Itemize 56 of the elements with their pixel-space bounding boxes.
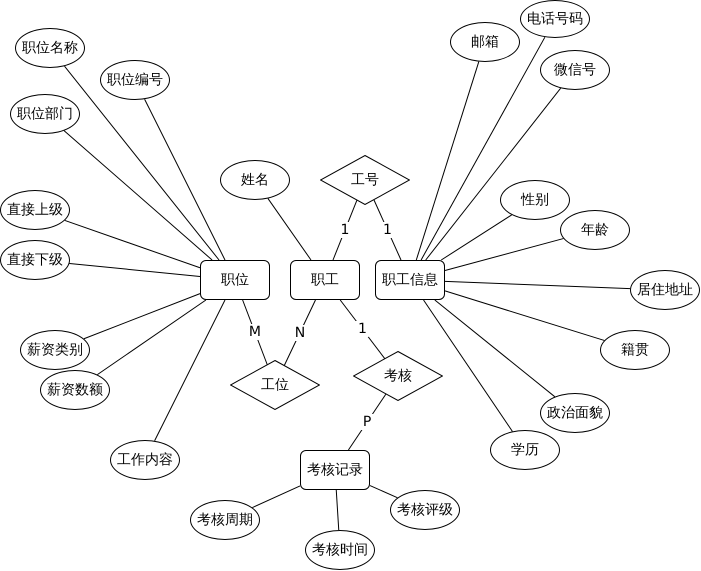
attribute-ellipse: 政治面貌 [540,393,610,433]
connector-line [68,262,200,277]
connector-line [64,220,200,268]
attribute-ellipse: 工作内容 [110,440,180,480]
attribute-ellipse: 学历 [490,430,560,470]
connector-line [416,61,480,260]
connector-line [434,300,556,398]
connector-line [444,238,564,272]
relationship-diamond: 工号 [320,155,410,205]
edge-label: N [292,324,308,341]
connector-line [64,130,213,260]
attribute-ellipse: 考核时间 [305,530,375,570]
connector-line [420,36,546,260]
connector-line [252,485,300,508]
edge-label: 1 [356,321,369,338]
edge-label: P [360,414,374,430]
connector-line [336,490,340,531]
attribute-ellipse: 姓名 [220,160,290,200]
connector-line [444,280,631,290]
connector-line [64,66,220,260]
connector-line [268,198,312,260]
connector-line [154,300,226,442]
connector-line [370,485,398,498]
attribute-ellipse: 年龄 [560,210,630,250]
connector-line [444,290,605,341]
edge-label: 1 [338,222,352,238]
attribute-ellipse: 薪资数额 [40,370,110,410]
connector-line [423,300,513,432]
relationship-diamond: 考核 [353,351,443,401]
connector-line [425,88,562,260]
entity-box: 考核记录 [300,450,370,490]
connector-line [96,300,206,376]
attribute-ellipse: 性别 [500,180,570,220]
attribute-ellipse: 直接上级 [0,190,70,230]
entity-box: 职工 [290,260,360,300]
attribute-ellipse: 职位部门 [10,94,80,134]
attribute-ellipse: 考核评级 [390,490,460,530]
attribute-ellipse: 微信号 [540,50,610,90]
attribute-ellipse: 直接下级 [0,240,70,280]
attribute-ellipse: 居住地址 [630,270,700,310]
attribute-ellipse: 考核周期 [190,500,260,540]
attribute-ellipse: 职位编号 [100,60,170,100]
attribute-ellipse: 邮箱 [450,22,520,62]
relationship-diamond: 工位 [230,360,320,410]
entity-box: 职位 [200,260,270,300]
entity-box: 职工信息 [375,260,445,300]
connector-line [340,300,386,359]
connector-line [144,98,226,260]
attribute-ellipse: 籍贯 [600,330,670,370]
connector-line [284,300,316,366]
attribute-ellipse: 薪资类别 [20,330,90,370]
connector-line [83,293,200,340]
edge-label: 1 [381,222,394,238]
attribute-ellipse: 职位名称 [15,28,85,68]
connector-line [440,214,512,260]
attribute-ellipse: 电话号码 [520,0,590,38]
